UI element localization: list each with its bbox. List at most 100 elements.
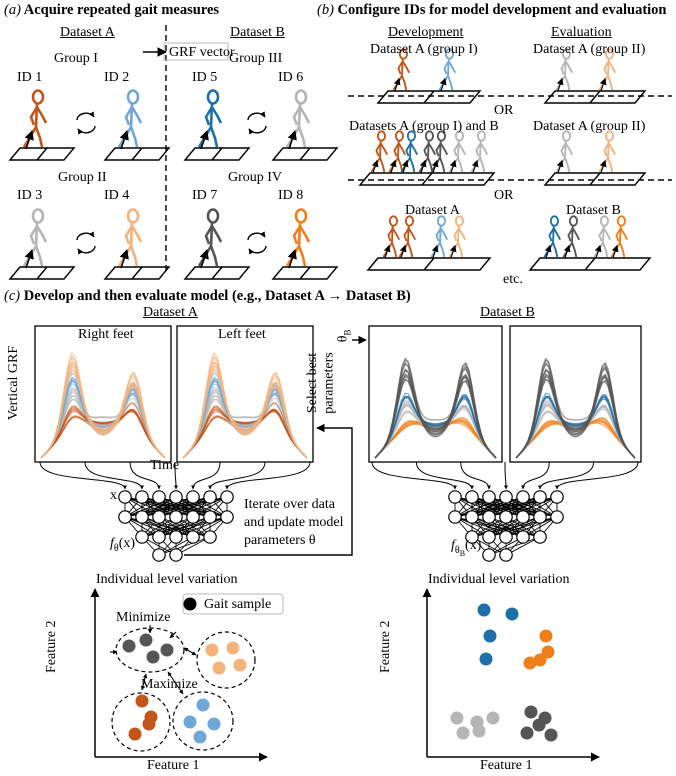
group-ii-label: Group II — [58, 170, 107, 185]
time-label: Time — [150, 458, 180, 473]
or-separator-1: OR — [494, 103, 514, 118]
figure-arms — [443, 60, 457, 75]
orange-light-cluster-dot — [212, 661, 226, 675]
grf-arrow — [383, 244, 391, 259]
model-network-a-node — [186, 530, 200, 544]
row1-development-label: Dataset A (group I) — [370, 42, 478, 57]
gray-light-dot — [472, 724, 486, 738]
orange-bright-dot — [533, 653, 547, 667]
model-network-b-node — [482, 548, 496, 562]
id-5-figure — [197, 89, 223, 150]
panel-c-heading: (c) Develop and then evaluate model (e.g… — [4, 288, 411, 304]
model-network-b-node — [465, 490, 479, 504]
etc-label: etc. — [503, 272, 523, 287]
figure-arms — [603, 60, 617, 75]
row3-eval-walker-2 — [562, 215, 581, 259]
row2-dev-walker-6 — [448, 130, 467, 174]
input-arrows-b — [538, 461, 595, 490]
model-network-a-edge — [175, 496, 228, 518]
feature1-left-label: Feature 1 — [147, 758, 200, 773]
row2-dev-walker-1 — [370, 130, 389, 174]
model-network-a-node — [118, 510, 132, 524]
dataset-b-plot-2-curve — [515, 358, 636, 459]
gait-sample-legend-label: Gait sample — [204, 597, 272, 612]
model-network-a-node — [186, 490, 200, 504]
row2-eval-platform — [543, 172, 647, 186]
grf-arrow — [471, 159, 479, 174]
input-arrows-a — [208, 461, 266, 490]
grf-arrow — [401, 159, 409, 174]
row1-eval-walker-2 — [598, 48, 617, 92]
left-feet-plot-curve — [182, 360, 308, 459]
orange-dark-cluster-dot — [135, 694, 149, 708]
grf-arrow — [439, 77, 447, 92]
id-2-label: ID 2 — [104, 70, 130, 85]
force-platforms-layer — [8, 90, 652, 280]
group-iii-label: Group III — [229, 51, 283, 66]
figure-head — [388, 215, 398, 227]
model-network-b-edge — [505, 516, 558, 538]
row3-dev-walker-2 — [398, 215, 417, 259]
id-3-figure — [22, 208, 48, 269]
grf-arrow — [389, 159, 397, 174]
input-x-label: x — [110, 488, 117, 503]
input-arrows-a — [191, 461, 221, 490]
right-feet-label: Right feet — [78, 327, 134, 342]
model-network-b-node — [516, 490, 530, 504]
evaluation-label: Evaluation — [551, 25, 612, 40]
id-8-figure-platform — [271, 266, 339, 280]
dataset-b-plot-1-curve — [374, 358, 497, 459]
dataset-b-plot-1-curve — [374, 393, 497, 459]
model-network-b-node — [482, 510, 496, 524]
figure-legs — [22, 126, 44, 148]
model-network-a-node — [135, 510, 149, 524]
figure-legs — [543, 242, 559, 258]
orange-bright-dot — [541, 645, 555, 659]
figure-head — [206, 89, 220, 105]
minimize-label: Minimize — [116, 610, 171, 625]
model-network-a-edge — [141, 516, 194, 538]
figure-arms — [403, 227, 417, 242]
gray-cluster-dot — [139, 633, 153, 647]
row3-dev-walker-3 — [430, 215, 449, 259]
figure-legs — [285, 245, 307, 267]
gait-sample-legend-dot — [183, 597, 197, 611]
figure-legs — [430, 242, 446, 258]
figure-legs — [285, 126, 307, 148]
figure-arms — [292, 106, 311, 126]
cycle-arrow-group-iv — [248, 245, 267, 255]
grf-arrow — [556, 77, 564, 92]
row2-eval-walker-1 — [555, 130, 574, 174]
blue-dark-dot — [505, 607, 519, 621]
model-network-a-node — [169, 548, 183, 562]
model-network-b-node — [550, 510, 564, 524]
figure-legs — [598, 157, 614, 173]
grf-arrow — [594, 244, 602, 259]
cycle-arrow-group-iv — [247, 231, 266, 241]
update-loop-arrow — [184, 423, 353, 556]
figure-head — [549, 215, 559, 227]
model-network-a-edge — [124, 496, 177, 518]
row1-eval-platform — [543, 90, 647, 104]
model-network-a-node — [118, 490, 132, 504]
grf-arrow — [431, 159, 439, 174]
gray-light-dot — [450, 711, 464, 725]
model-network-a-node — [203, 490, 217, 504]
model-network-a-node — [169, 490, 183, 504]
row3-dev-walker-1 — [382, 215, 401, 259]
id-3-figure-platform — [8, 266, 76, 280]
select-best-label: Select best — [305, 352, 321, 414]
development-label: Development — [388, 25, 464, 40]
model-network-a-node — [152, 490, 166, 504]
model-network-b-node — [533, 530, 547, 544]
row1-eval-walker-1 — [555, 48, 574, 92]
grf-arrow — [449, 159, 457, 174]
figure-arms — [598, 227, 612, 242]
figure-arms — [204, 225, 223, 245]
model-network-a-edge — [175, 516, 228, 538]
figure-legs — [438, 75, 454, 91]
grf-arrow — [544, 244, 552, 259]
model-network-b-node — [448, 510, 462, 524]
model-network-a-node — [220, 490, 234, 504]
